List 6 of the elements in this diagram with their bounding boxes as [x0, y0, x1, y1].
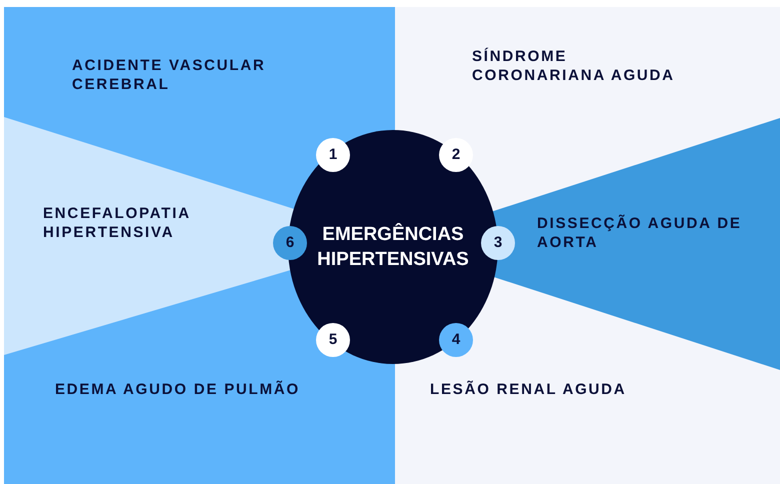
category-label: SÍNDROME CORONARIANA AGUDA	[472, 47, 702, 85]
category-label: DISSECÇÃO AGUDA DE AORTA	[537, 214, 767, 252]
category-label: ACIDENTE VASCULAR CEREBRAL	[72, 56, 302, 94]
category-label: EDEMA AGUDO DE PULMÃO	[55, 380, 335, 399]
category-label: LESÃO RENAL AGUDA	[430, 380, 660, 399]
category-label: ENCEFALOPATIA HIPERTENSIVA	[43, 204, 243, 242]
